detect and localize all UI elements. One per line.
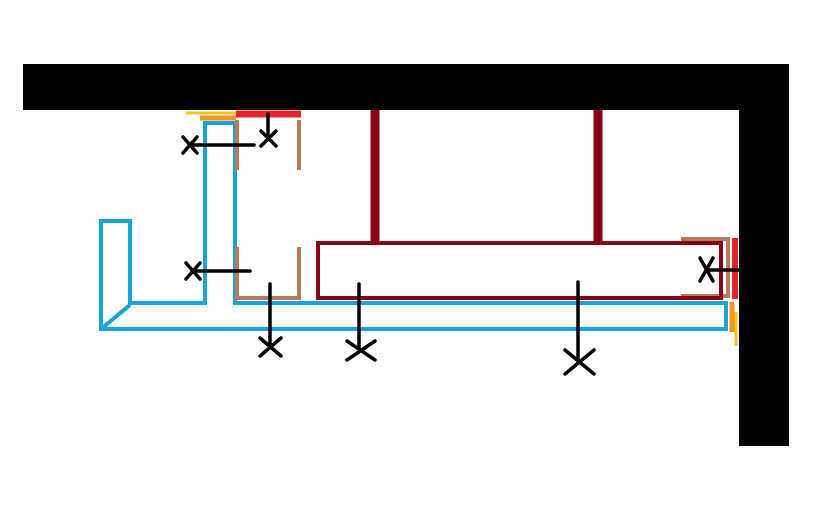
- fastener-bottom-3: [563, 280, 596, 376]
- fastener-top-vertical: [259, 112, 278, 148]
- red-hangers: [316, 110, 723, 300]
- wall-pads: [729, 238, 738, 346]
- brown-brackets: [235, 120, 730, 300]
- fastener-mid-horizontal: [184, 261, 252, 281]
- wall: [23, 64, 789, 446]
- fastener-bottom-2: [345, 282, 377, 362]
- fasteners: [181, 112, 744, 376]
- fastener-bottom-1: [258, 282, 283, 358]
- hanger-beam: [316, 241, 723, 300]
- ceiling-pads: [186, 110, 301, 121]
- blue-frame: [99, 121, 728, 331]
- ceiling-wall: [23, 64, 789, 110]
- blue-frame-corner-diagonal: [99, 303, 132, 331]
- fastener-top-horizontal: [181, 135, 256, 155]
- right-wall: [739, 64, 789, 446]
- blue-frame-outline: [99, 121, 728, 331]
- fastener-right-horizontal: [698, 256, 744, 283]
